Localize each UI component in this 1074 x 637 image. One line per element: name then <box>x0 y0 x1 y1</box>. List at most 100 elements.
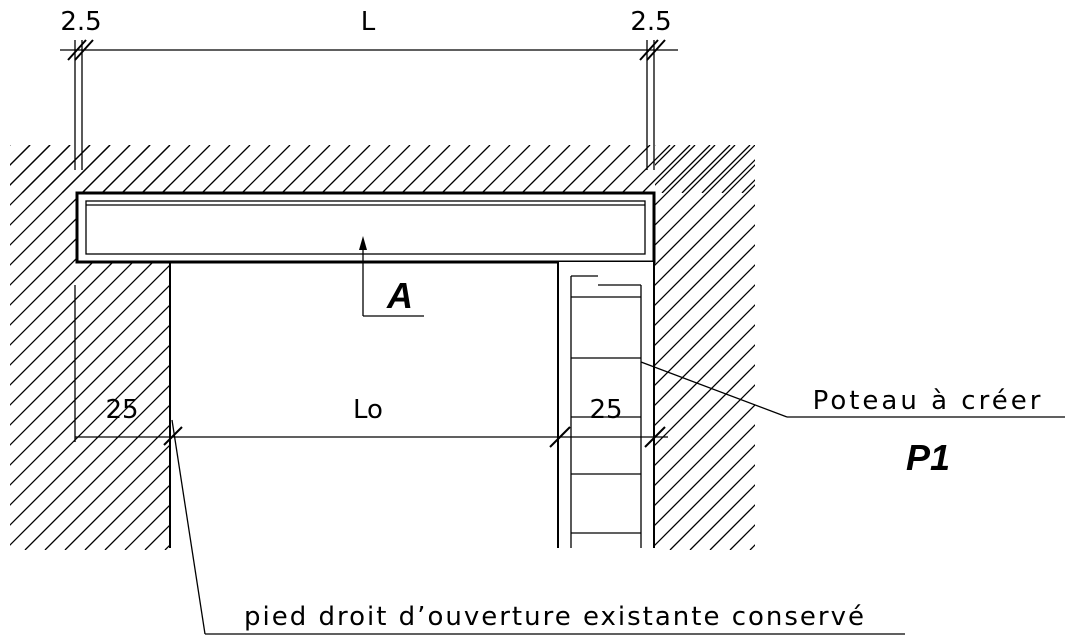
hatch-line <box>161 145 211 193</box>
hatch-line <box>1030 145 1074 550</box>
opening-void <box>171 262 558 552</box>
hatch-line <box>221 145 271 193</box>
hatch-line <box>44 424 170 550</box>
hatch-line <box>10 145 91 226</box>
hatch-line <box>655 264 755 366</box>
hatch-line <box>61 145 111 193</box>
hatch-line <box>261 145 311 193</box>
hatch-line <box>1050 145 1074 550</box>
hatch-line <box>870 145 1074 550</box>
hatch-line <box>850 145 1074 550</box>
hatch-line <box>121 145 171 193</box>
hatch-line <box>10 145 11 146</box>
hatch-line <box>81 145 131 193</box>
hatch-line <box>561 145 611 193</box>
hatch-line <box>641 145 691 193</box>
hatch-line <box>421 145 471 193</box>
hatch-line <box>10 364 170 526</box>
hatch-line <box>655 384 755 486</box>
hatch-line <box>10 244 170 406</box>
column-leader <box>640 361 1065 418</box>
section-marker <box>359 236 424 317</box>
hatch-line <box>141 145 191 193</box>
hatch-line <box>181 145 231 193</box>
hatch-line <box>541 145 591 193</box>
column-p1 <box>557 262 655 548</box>
hatch-line <box>10 145 31 166</box>
jamb-leader <box>171 419 905 635</box>
hatch-line <box>655 204 755 306</box>
hatch-line <box>655 424 755 526</box>
hatch-line <box>689 484 755 550</box>
hatch-line <box>381 145 431 193</box>
hatch-line <box>802 145 850 193</box>
hatch-line <box>655 404 755 506</box>
hatch-line <box>762 145 810 193</box>
hatch-line <box>890 145 1074 550</box>
bottom-dimension-chain <box>74 285 668 448</box>
hatch-line <box>741 179 755 193</box>
dim-opening: Lo <box>353 395 383 425</box>
hatch-line <box>655 164 755 266</box>
hatch-line <box>661 145 711 193</box>
dim-span: L <box>361 7 376 37</box>
hatch-line <box>655 184 755 286</box>
dim-right-bearing: 2.5 <box>630 7 671 37</box>
dim-left-bearing: 2.5 <box>60 7 101 37</box>
hatch-line <box>701 145 751 193</box>
column-id: P1 <box>906 437 950 478</box>
hatch-line <box>281 145 331 193</box>
hatch-line <box>749 544 755 550</box>
hatch-line <box>101 145 151 193</box>
hatch-line <box>10 304 170 466</box>
hatch-line <box>1070 145 1074 550</box>
dim-right-jamb: 25 <box>589 395 622 425</box>
column-note: Poteau à créer <box>813 386 1044 416</box>
hatch-line <box>461 145 511 193</box>
hatch-line <box>681 145 731 193</box>
hatch-line <box>10 284 170 446</box>
hatch-line <box>655 145 755 246</box>
hatch-line <box>10 344 170 506</box>
hatch-line <box>84 464 170 550</box>
lintel-beam <box>75 191 656 264</box>
hatch-line <box>10 145 11 146</box>
hatch-line <box>521 145 571 193</box>
hatch-line <box>481 145 531 193</box>
hatch-line <box>790 145 1074 550</box>
hatch-line <box>10 324 170 486</box>
hatch-line <box>441 145 491 193</box>
masonry-hatch-top <box>10 145 850 193</box>
hatch-line <box>770 145 1074 550</box>
hatch-line <box>970 145 1074 550</box>
hatch-line <box>321 145 371 193</box>
hatch-line <box>721 159 755 193</box>
section-label-a: A <box>386 275 413 316</box>
hatch-line <box>10 145 51 186</box>
dim-left-jamb: 25 <box>105 395 138 425</box>
hatch-line <box>361 145 411 193</box>
hatch-line <box>501 145 551 193</box>
hatch-line <box>655 304 755 406</box>
hatch-line <box>930 145 1074 550</box>
hatch-line <box>601 145 651 193</box>
hatch-line <box>782 145 830 193</box>
hatch-line <box>621 145 671 193</box>
hatch-line <box>669 464 755 550</box>
hatch-line <box>10 264 170 426</box>
hatch-line <box>830 145 1074 550</box>
jamb-note: pied droit d’ouverture existante conserv… <box>244 602 866 632</box>
hatch-line <box>950 145 1074 550</box>
hatch-line <box>24 404 170 550</box>
hatch-line <box>21 145 71 193</box>
top-dimension-chain <box>60 39 678 170</box>
hatch-line <box>910 145 1074 550</box>
hatch-line <box>655 145 736 226</box>
hatch-line <box>810 145 1074 550</box>
masonry-hatch-right <box>655 145 1074 550</box>
hatch-line <box>10 145 71 206</box>
hatch-line <box>709 504 755 550</box>
hatch-line <box>201 145 251 193</box>
hatch-line <box>10 224 170 386</box>
